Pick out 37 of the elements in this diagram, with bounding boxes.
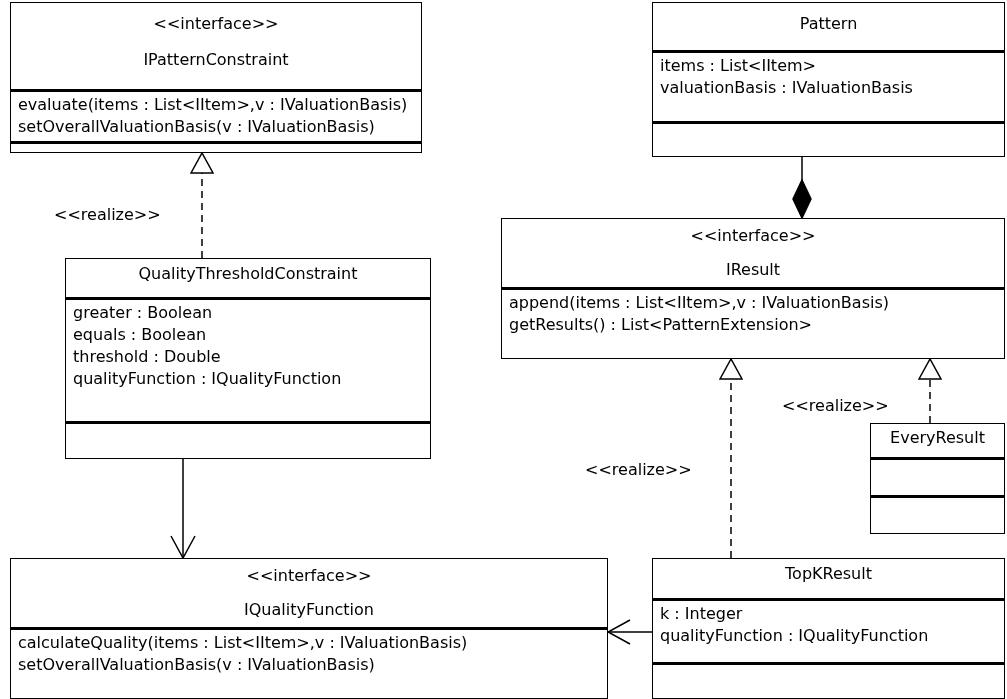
member-text: qualityFunction : IQualityFunction xyxy=(72,368,342,390)
realization-arrow xyxy=(719,358,743,559)
member-text: valuationBasis : IValuationBasis xyxy=(659,77,913,99)
class-name: IPatternConstraint xyxy=(143,49,289,71)
realization-arrow xyxy=(918,358,942,424)
class-box xyxy=(870,423,1005,534)
member-text: threshold : Double xyxy=(72,346,221,368)
member-text: equals : Boolean xyxy=(72,324,207,346)
class-box xyxy=(652,2,1005,157)
class-name: QualityThresholdConstraint xyxy=(138,263,358,285)
class-name: Pattern xyxy=(799,13,858,35)
class-box xyxy=(65,258,431,459)
member-text: evaluate(items : List<IItem>,v : IValuationBasis) xyxy=(17,94,408,116)
class-box xyxy=(652,558,1005,699)
member-text: append(items : List<IItem>,v : IValuationBasis) xyxy=(508,292,889,314)
association-arrow xyxy=(607,619,653,645)
class-box xyxy=(10,2,422,153)
class-name: IResult xyxy=(725,259,781,281)
member-text: items : List<IItem> xyxy=(659,55,816,77)
member-text: setOverallValuationBasis(v : IValuationBasis) xyxy=(17,116,375,138)
realization-arrow xyxy=(190,152,214,259)
member-text: k : Integer xyxy=(659,603,743,625)
class-name: EveryResult xyxy=(890,427,985,449)
association-arrow xyxy=(170,458,196,559)
class-name: TopKResult xyxy=(785,563,872,585)
composition-line xyxy=(792,156,812,219)
member-text: getResults() : List<PatternExtension> xyxy=(508,314,812,336)
stereotype-label: <<interface>> xyxy=(690,225,816,247)
member-text: greater : Boolean xyxy=(72,302,213,324)
class-box xyxy=(10,558,608,699)
member-text: setOverallValuationBasis(v : IValuationBasis) xyxy=(17,654,375,676)
stereotype-label: <<interface>> xyxy=(246,565,372,587)
class-name: IQualityFunction xyxy=(244,599,374,621)
member-text: calculateQuality(items : List<IItem>,v : IValuationBasis) xyxy=(17,632,468,654)
member-text: qualityFunction : IQualityFunction xyxy=(659,625,929,647)
stereotype-label: <<interface>> xyxy=(153,13,279,35)
class-box xyxy=(501,218,1005,359)
